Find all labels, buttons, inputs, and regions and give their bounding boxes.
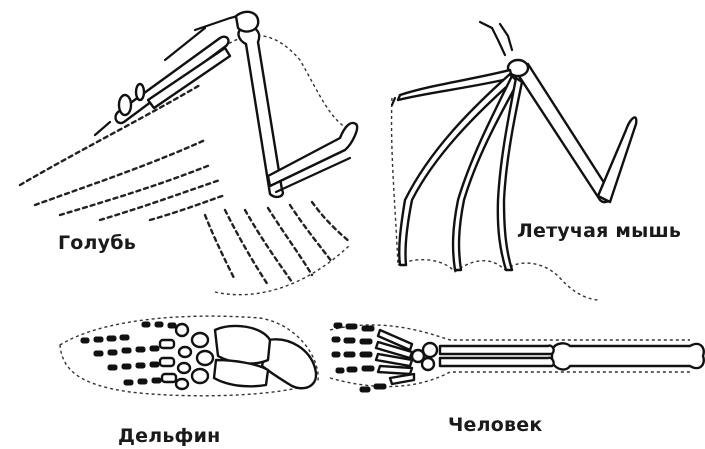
- bat-wing-drawing: [392, 22, 637, 300]
- human-arm-drawing: [330, 323, 704, 392]
- pigeon-wing-drawing: [20, 12, 357, 295]
- dolphin-flipper-drawing: [60, 316, 318, 396]
